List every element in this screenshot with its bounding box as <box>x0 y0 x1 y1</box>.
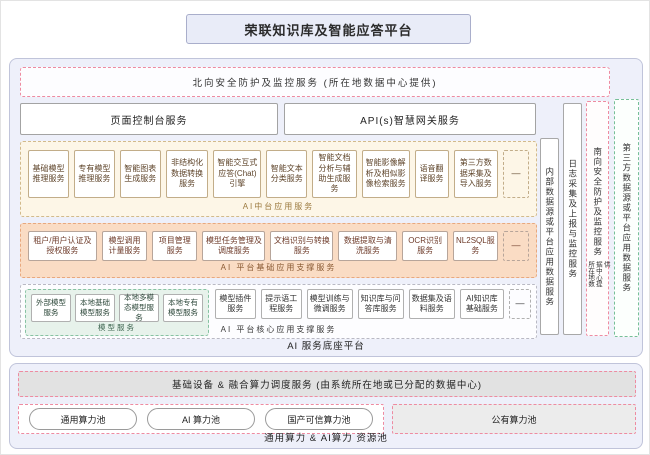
service-box: NL2SQL服务 <box>452 231 499 261</box>
north-security-banner: 北向安全防护及监控服务 (所在地数据中心提供) <box>20 67 610 97</box>
core-support-layer-label: AI 平台核心应用支撑服务 <box>220 325 337 334</box>
service-box: 模型插件服务 <box>215 289 256 319</box>
service-box: AI知识库基础服务 <box>459 289 505 319</box>
service-box: 智能交互式应答(Chat)引擎 <box>213 150 262 198</box>
public-pool-box: 公有算力池 <box>392 404 636 434</box>
service-box: 模型调用计量服务 <box>101 231 148 261</box>
app-services-layer: 基础模型推理服务 专有模型推理服务 智能图表生成服务 非结构化数据转换服务 智能… <box>20 141 537 217</box>
service-box: 知识库与问答库服务 <box>357 289 404 319</box>
service-box: 智能图表生成服务 <box>119 150 161 198</box>
service-box: 项目管理服务 <box>152 231 198 261</box>
log-monitor-strip-label: 日志采集及上报与监控服务 <box>567 159 578 279</box>
service-box: 专有模型推理服务 <box>73 150 115 198</box>
local-pools-group: 通用算力池 AI 算力池 国产可信算力池 <box>18 404 384 434</box>
internal-data-strip-label: 内部数据源或平台应用数据服务 <box>544 166 555 307</box>
south-security-strip-label: 南向安全防护及监控服务 <box>592 146 603 257</box>
service-box: 非结构化数据转换服务 <box>165 150 209 198</box>
service-box: 租户/用户认证及授权服务 <box>28 231 97 261</box>
compute-panel-footer-label: 通用算力 & AI算力 资源池 <box>264 433 388 444</box>
service-box: 本地基础模型服务 <box>75 294 115 322</box>
api-gateway-service-box: API(s)智慧网关服务 <box>284 103 536 135</box>
service-box: 语音翻译服务 <box>414 150 449 198</box>
compute-pool: AI 算力池 <box>147 408 255 430</box>
service-box: OCR识别服务 <box>402 231 448 261</box>
service-box: 数据提取与清洗服务 <box>338 231 398 261</box>
compute-pool: 通用算力池 <box>29 408 137 430</box>
more-services-box: — <box>503 231 530 261</box>
base-support-layer-label: AI 平台基础应用支撑服务 <box>220 263 337 272</box>
service-box: 智能文本分类服务 <box>266 150 308 198</box>
compute-resource-panel: 基础设备 & 融合算力调度服务 (由系统所在地或已分配的数据中心) 通用算力池 … <box>9 363 643 449</box>
platform-footer-label: AI 服务底座平台 <box>287 341 365 352</box>
model-services-group-label: 模型服务 <box>98 323 136 332</box>
compute-pool: 国产可信算力池 <box>265 408 373 430</box>
more-services-box: — <box>502 150 529 198</box>
console-service-label: 页面控制台服务 <box>110 115 188 127</box>
base-support-boxes: 租户/用户认证及授权服务 模型调用计量服务 项目管理服务 模型任务管理及调度服务… <box>21 224 536 261</box>
third-party-data-strip: 第三方数据源或平台应用数据服务 <box>614 99 639 337</box>
south-security-strip: 南向安全防护及监控服务 所在地数据中心提供 <box>586 101 609 336</box>
model-services-boxes: 外部模型服务 本地基础模型服务 本地多模态模型服务 本地专有模型服务 <box>26 290 208 322</box>
public-pool-label: 公有算力池 <box>491 414 537 425</box>
more-services-box: — <box>509 289 532 319</box>
service-box: 提示语工程服务 <box>260 289 302 319</box>
service-box: 本地多模态模型服务 <box>119 293 159 322</box>
service-box: 智能文档分析与辅助生成服务 <box>312 150 357 198</box>
service-box: 文档识别与转换服务 <box>270 231 334 261</box>
service-box: 本地专有模型服务 <box>163 294 203 322</box>
service-box: 模型任务管理及调度服务 <box>202 231 266 261</box>
base-support-layer: 租户/用户认证及授权服务 模型调用计量服务 项目管理服务 模型任务管理及调度服务… <box>20 223 537 278</box>
page-title-text: 荣联知识库及智能应答平台 <box>244 22 413 38</box>
service-box: 模型训练与微调服务 <box>306 289 353 319</box>
page-title: 荣联知识库及智能应答平台 <box>186 14 471 44</box>
service-box: 数据集及语料服务 <box>408 289 455 319</box>
third-party-data-strip-label: 第三方数据源或平台应用数据服务 <box>621 143 632 293</box>
log-monitor-strip: 日志采集及上报与监控服务 <box>563 103 582 335</box>
model-services-group: 外部模型服务 本地基础模型服务 本地多模态模型服务 本地专有模型服务 模型服务 <box>25 289 209 336</box>
core-support-layer: 外部模型服务 本地基础模型服务 本地多模态模型服务 本地专有模型服务 模型服务 … <box>20 284 537 339</box>
scheduler-banner-label: 基础设备 & 融合算力调度服务 (由系统所在地或已分配的数据中心) <box>171 380 483 391</box>
service-box: 智能影像解析及相似影像检索服务 <box>361 150 410 198</box>
service-box: 第三方数据采集及导入服务 <box>453 150 498 198</box>
ai-service-platform-panel: 北向安全防护及监控服务 (所在地数据中心提供) 页面控制台服务 API(s)智慧… <box>9 58 643 357</box>
console-service-box: 页面控制台服务 <box>20 103 278 135</box>
scheduler-banner: 基础设备 & 融合算力调度服务 (由系统所在地或已分配的数据中心) <box>18 371 636 397</box>
core-support-boxes: 模型插件服务 提示语工程服务 模型训练与微调服务 知识库与问答库服务 数据集及语… <box>215 289 532 319</box>
app-services-layer-label: AI中台应用服务 <box>242 202 315 211</box>
service-box: 基础模型推理服务 <box>28 150 69 198</box>
south-security-strip-sub-label: 所在地数据中心提供 <box>586 260 610 287</box>
service-box: 外部模型服务 <box>31 294 71 322</box>
api-gateway-label: API(s)智慧网关服务 <box>360 115 460 127</box>
app-services-boxes: 基础模型推理服务 专有模型推理服务 智能图表生成服务 非结构化数据转换服务 智能… <box>21 142 536 198</box>
north-security-label: 北向安全防护及监控服务 (所在地数据中心提供) <box>192 78 438 89</box>
internal-data-strip: 内部数据源或平台应用数据服务 <box>540 138 559 335</box>
